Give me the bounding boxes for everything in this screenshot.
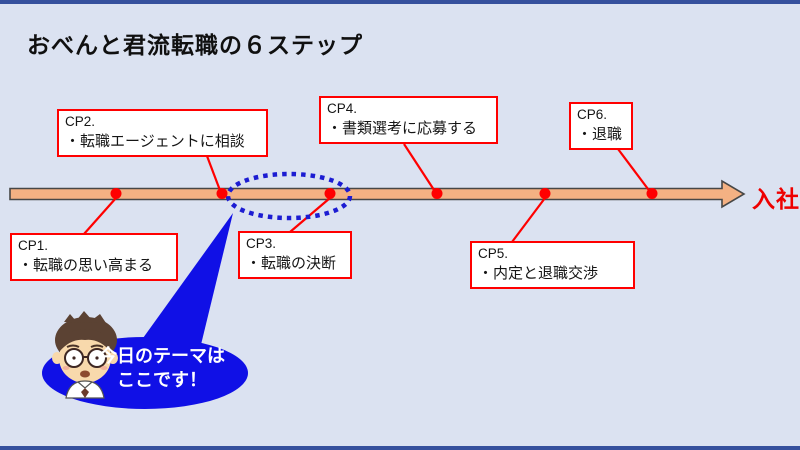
page-title: おべんと君流転職の６ステップ [27, 32, 363, 58]
avatar-eye-right [95, 356, 99, 360]
connector-line-cp4 [403, 143, 437, 194]
checkpoint-box-cp5: CP5. ・内定と退職交渉 [470, 241, 635, 289]
checkpoint-dot-1 [110, 188, 122, 199]
checkpoint-label: ・転職エージェントに相談 [65, 133, 245, 150]
avatar-hair-tufts [64, 311, 106, 323]
checkpoint-label: ・転職の決断 [246, 255, 337, 272]
checkpoint-dot-2 [216, 188, 228, 199]
avatar-eye-left [72, 356, 76, 360]
checkpoint-box-cp3: CP3. ・転職の決断 [238, 231, 352, 279]
avatar-eyebrow-right [90, 344, 104, 348]
connector-line-cp5 [511, 197, 546, 243]
top-frame-bar [0, 0, 800, 4]
avatar-cheek-right [100, 366, 108, 370]
checkpoint-dot-4 [431, 188, 443, 199]
checkpoint-id: CP4. [327, 101, 358, 116]
checkpoint-id: CP3. [246, 236, 277, 251]
bottom-frame-bar [0, 446, 800, 450]
checkpoint-id: CP1. [18, 238, 49, 253]
mascot-avatar-icon [52, 311, 118, 399]
connector-line-cp3 [289, 197, 331, 233]
avatar-tie [81, 388, 89, 398]
avatar-cheek-left [62, 366, 70, 370]
checkpoint-dot-6 [646, 188, 658, 199]
callout-text: 今日のテーマは ここです！ [62, 344, 262, 392]
avatar-fringe [59, 329, 111, 352]
callout-tail [138, 213, 233, 357]
connector-line-cp1 [83, 197, 117, 235]
avatar-eyebrow-left [66, 344, 80, 348]
checkpoint-dot-3 [324, 188, 336, 199]
checkpoint-id: CP5. [478, 246, 509, 261]
checkpoint-box-cp6: CP6. ・退職 [569, 102, 633, 150]
checkpoint-label: ・書類選考に応募する [327, 120, 478, 137]
avatar-mouth [80, 370, 90, 378]
connector-line-cp6 [617, 148, 652, 194]
connector-line-cp2 [205, 155, 223, 194]
checkpoint-id: CP2. [65, 114, 96, 129]
checkpoint-box-cp1: CP1. ・転職の思い高まる [10, 233, 178, 281]
timeline-arrow [9, 179, 746, 209]
checkpoint-id: CP6. [577, 107, 608, 122]
checkpoint-label: ・内定と退職交渉 [478, 265, 599, 282]
focus-ellipse [225, 171, 353, 221]
checkpoint-label: ・転職の思い高まる [18, 257, 154, 274]
checkpoint-label: ・退職 [577, 126, 623, 143]
callout-line1: 今日のテーマは [99, 346, 225, 366]
callout-line2: ここです！ [117, 370, 207, 390]
checkpoint-box-cp4: CP4. ・書類選考に応募する [319, 96, 498, 144]
goal-label: 入社 [752, 186, 800, 212]
checkpoint-dot-5 [539, 188, 551, 199]
checkpoint-box-cp2: CP2. ・転職エージェントに相談 [57, 109, 268, 157]
